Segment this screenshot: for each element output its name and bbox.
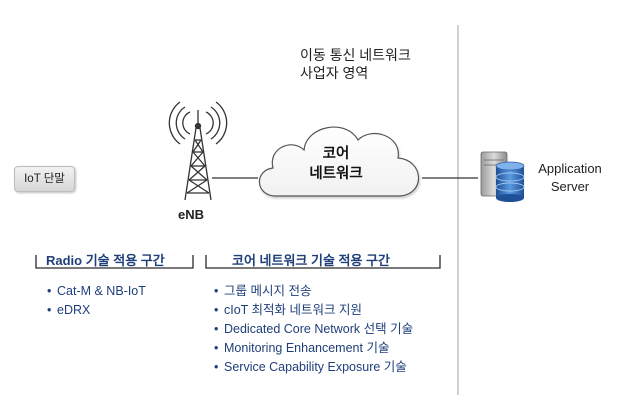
core-network-label: 코어 네트워크	[286, 144, 386, 184]
enb-label: eNB	[178, 207, 205, 222]
list-item-label: Monitoring Enhancement 기술	[224, 341, 390, 355]
cloud-icon	[258, 126, 420, 197]
database-server-icon	[480, 151, 525, 202]
radio-section-bracket	[35, 255, 194, 269]
operator-region-line1: 이동 통신 네트워크	[300, 47, 411, 63]
application-server-line2: Server	[550, 179, 590, 194]
radio-feature-list: •Cat-M & NB-IoT •eDRX	[47, 282, 146, 320]
list-item-label: 그룹 메시지 전송	[224, 284, 312, 298]
list-item-label: Service Capability Exposure 기술	[224, 360, 407, 374]
list-item-label: Dedicated Core Network 선택 기술	[224, 322, 414, 336]
application-server-line1: Application	[538, 161, 602, 176]
list-item: •그룹 메시지 전송	[214, 284, 312, 298]
core-section-title: 코어 네트워크 기술 적용 구간	[232, 253, 390, 268]
list-item-label: eDRX	[57, 303, 91, 317]
application-server-label: Application Server	[522, 160, 618, 196]
list-item: •Cat-M & NB-IoT	[47, 284, 146, 298]
list-item: •Dedicated Core Network 선택 기술	[214, 322, 414, 336]
list-item: •Service Capability Exposure 기술	[214, 360, 407, 374]
list-item: •eDRX	[47, 303, 91, 317]
core-feature-list: •그룹 메시지 전송 •cIoT 최적화 네트워크 지원 •Dedicated …	[214, 282, 413, 377]
list-item: •Monitoring Enhancement 기술	[214, 341, 390, 355]
list-item: •cIoT 최적화 네트워크 지원	[214, 303, 363, 317]
core-network-line1: 코어	[322, 146, 350, 162]
operator-region-label: 이동 통신 네트워크 사업자 영역	[300, 46, 411, 82]
iot-device-box: IoT 단말	[14, 166, 75, 192]
cell-tower-icon	[168, 101, 228, 201]
core-section-bracket	[205, 255, 441, 269]
list-item-label: Cat-M & NB-IoT	[57, 284, 146, 298]
operator-region-line2: 사업자 영역	[300, 65, 369, 81]
core-network-line2: 네트워크	[309, 166, 363, 182]
radio-section-title: Radio 기술 적용 구간	[46, 253, 165, 268]
list-item-label: cIoT 최적화 네트워크 지원	[224, 303, 363, 317]
